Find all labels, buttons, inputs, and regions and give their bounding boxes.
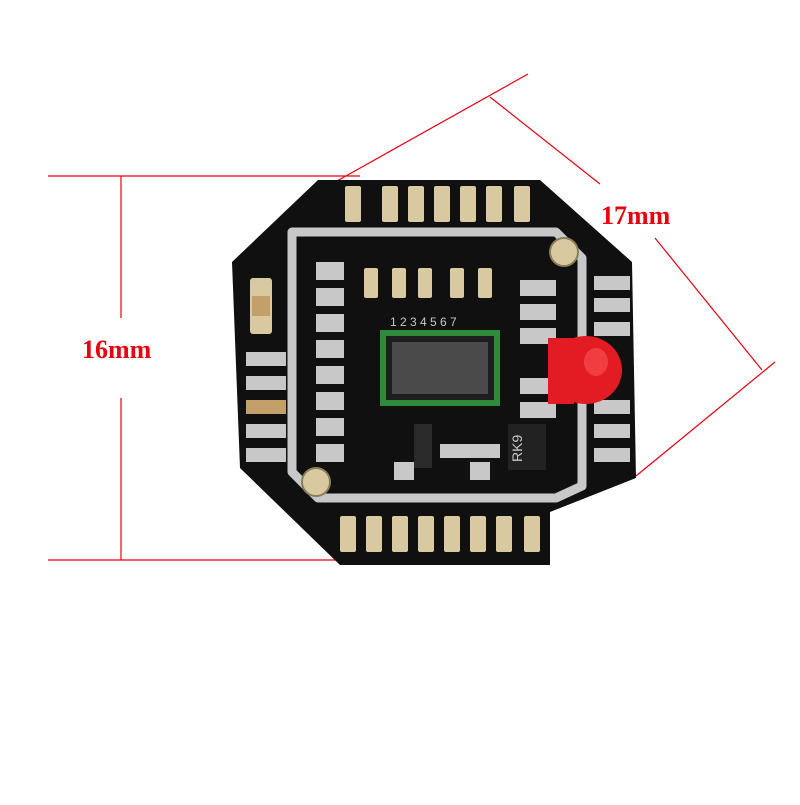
right-components xyxy=(594,276,630,462)
width-dimension-line-upper xyxy=(489,96,601,185)
inner-top-components xyxy=(364,268,492,298)
chip-marking-label: RK9 xyxy=(509,435,525,462)
dimension-lines xyxy=(48,73,776,561)
width-dimension-line-lower xyxy=(654,237,763,371)
height-dimension-label: 16mm xyxy=(82,335,152,364)
inner-right-components xyxy=(520,280,556,418)
mounting-hole-bottom-left xyxy=(301,467,331,497)
top-pads xyxy=(345,186,530,222)
bottom-pads xyxy=(340,516,540,552)
width-top-extension-line xyxy=(327,73,529,187)
inner-left-components xyxy=(316,262,344,462)
width-dimension-label: 17mm xyxy=(601,201,671,230)
mounting-hole-top-right xyxy=(549,237,579,267)
sensor-chip xyxy=(380,330,500,406)
width-bottom-extension-line xyxy=(635,361,776,477)
pin-numbers-label: 1 2 3 4 5 6 7 xyxy=(390,315,457,329)
left-components xyxy=(246,278,286,462)
bottom-components xyxy=(394,424,546,480)
red-led xyxy=(548,336,622,404)
silkscreen-frame xyxy=(287,227,587,503)
